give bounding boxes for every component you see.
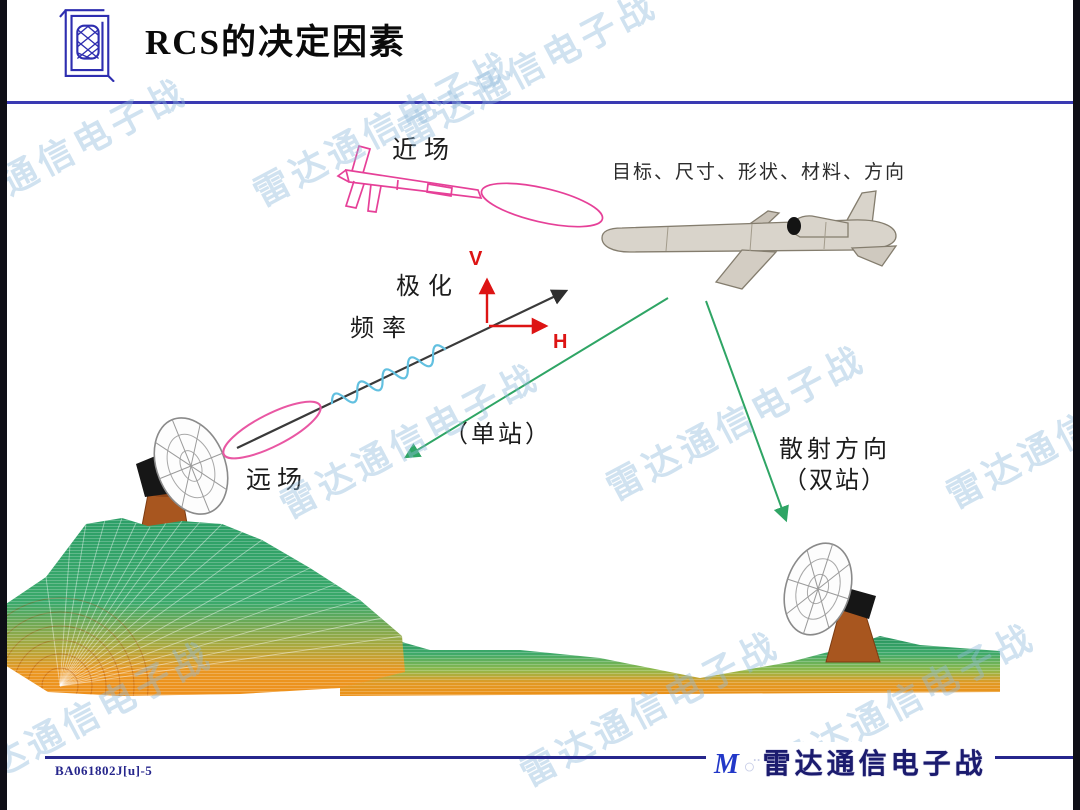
page-title: RCS的决定因素 — [145, 23, 407, 62]
near-field-label: 近场 — [392, 137, 457, 164]
far-field-beam-lobe — [222, 400, 322, 460]
far-field-label: 远场 — [246, 467, 309, 494]
footer-brand: M ○¨ 雷达通信电子战 — [706, 742, 995, 782]
target-factors-label: 目标、尺寸、形状、材料、方向 — [612, 162, 907, 183]
v-axis-label: V — [469, 248, 483, 270]
footer-brand-prefix: M — [714, 749, 739, 780]
slide-doc-id: BA061802J[u]-5 — [55, 763, 153, 778]
right-radar-dish-icon — [783, 542, 881, 663]
right-edge-bar — [1073, 0, 1080, 810]
header-rule — [7, 101, 1073, 104]
terrain-mountain — [0, 518, 405, 696]
monostatic-arrow — [403, 297, 669, 459]
h-axis-label: H — [553, 331, 568, 353]
polarization-label: 极化 — [396, 274, 460, 300]
near-field-missile-wireframe-icon — [336, 144, 604, 228]
footer-brand-watermark: 雷达通信电子战 — [762, 748, 987, 779]
footer-brand-faint-mark: ○¨ — [743, 756, 760, 778]
bistatic-label: （双站） — [783, 468, 887, 494]
radar-line-arrow — [236, 289, 569, 449]
monostatic-label: （单站） — [444, 422, 552, 448]
terrain-strip — [340, 636, 1000, 696]
target-cruise-missile-icon — [601, 190, 898, 290]
bistatic-arrow — [705, 300, 789, 523]
institute-emblem-icon — [59, 9, 115, 82]
frequency-wave-icon — [330, 344, 447, 405]
scatter-direction-label: 散射方向 — [779, 437, 891, 463]
left-edge-bar — [0, 0, 7, 810]
footer-rule — [45, 756, 1073, 759]
frequency-label: 频率 — [350, 316, 414, 342]
